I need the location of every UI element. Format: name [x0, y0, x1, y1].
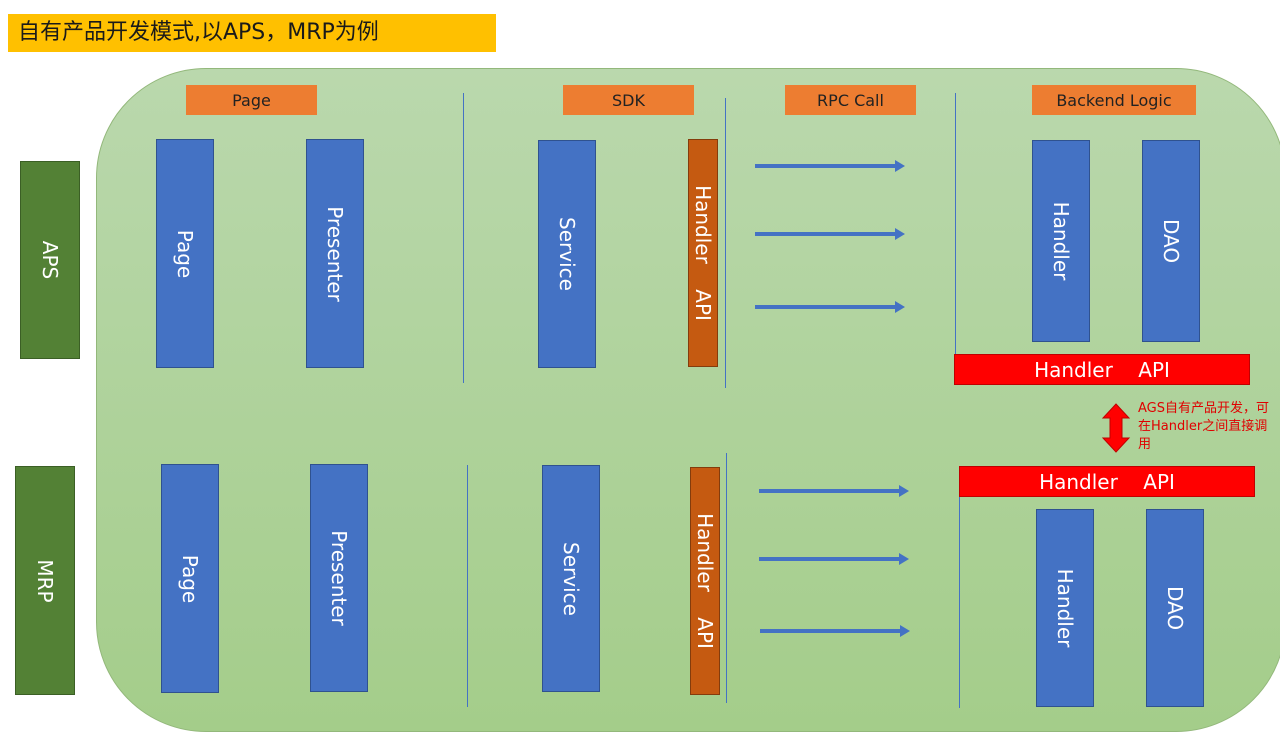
header-sdk: SDK — [563, 85, 694, 115]
header-backend-logic: Backend Logic — [1032, 85, 1196, 115]
mrp-handler-text: Handler — [1053, 568, 1077, 648]
mrp-handler-box: Handler — [1036, 509, 1094, 707]
header-rpc-call: RPC Call — [785, 85, 916, 115]
right-arrow-icon — [755, 301, 905, 313]
aps-presenter-box: Presenter — [306, 139, 364, 368]
mrp-presenter-box: Presenter — [310, 464, 368, 692]
mrp-label: MRP — [15, 466, 75, 695]
right-arrow-icon — [755, 228, 905, 240]
mrp-service-box: Service — [542, 465, 600, 692]
aps-service-text: Service — [555, 217, 579, 291]
aps-handler-api-bar: Handler API — [954, 354, 1250, 385]
mrp-sdk-handler-api-box: Handler API — [690, 467, 720, 695]
aps-dao-box: DAO — [1142, 140, 1200, 342]
page-title: 自有产品开发模式,以APS，MRP为例 — [8, 14, 496, 52]
aps-label: APS — [20, 161, 80, 359]
divider-sdk-rpc-bottom — [726, 453, 727, 703]
divider-sdk-rpc-top — [725, 98, 726, 388]
mrp-handler-api-bar: Handler API — [959, 466, 1255, 497]
mrp-dao-text: DAO — [1163, 585, 1187, 631]
right-arrow-icon — [760, 625, 910, 637]
aps-dao-text: DAO — [1159, 218, 1183, 264]
aps-label-text: APS — [38, 240, 62, 280]
aps-sdk-handler-api-box: Handler API — [688, 139, 718, 367]
mrp-service-text: Service — [559, 541, 583, 616]
double-vertical-arrow-icon — [1101, 403, 1131, 453]
divider-page-sdk-top — [463, 93, 464, 383]
divider-page-sdk-bottom — [467, 465, 468, 707]
right-arrow-icon — [759, 553, 909, 565]
aps-handler-box: Handler — [1032, 140, 1090, 342]
right-arrow-icon — [759, 485, 909, 497]
divider-rpc-backend-top — [955, 93, 956, 383]
mrp-label-text: MRP — [33, 558, 57, 603]
aps-service-box: Service — [538, 140, 596, 368]
aps-handler-text: Handler — [1049, 201, 1073, 281]
header-page: Page — [186, 85, 317, 115]
mrp-sdk-handler-api-text: Handler API — [693, 513, 717, 649]
divider-rpc-backend-bottom — [959, 494, 960, 708]
aps-page-text: Page — [173, 229, 197, 278]
mrp-presenter-text: Presenter — [327, 530, 351, 626]
right-arrow-icon — [755, 160, 905, 172]
mrp-page-text: Page — [178, 554, 202, 603]
aps-page-box: Page — [156, 139, 214, 368]
mrp-dao-box: DAO — [1146, 509, 1204, 707]
aps-sdk-handler-api-text: Handler API — [691, 185, 715, 321]
handler-link-note: AGS自有产品开发，可在Handler之间直接调用 — [1138, 401, 1269, 452]
aps-presenter-text: Presenter — [323, 205, 347, 302]
mrp-page-box: Page — [161, 464, 219, 693]
